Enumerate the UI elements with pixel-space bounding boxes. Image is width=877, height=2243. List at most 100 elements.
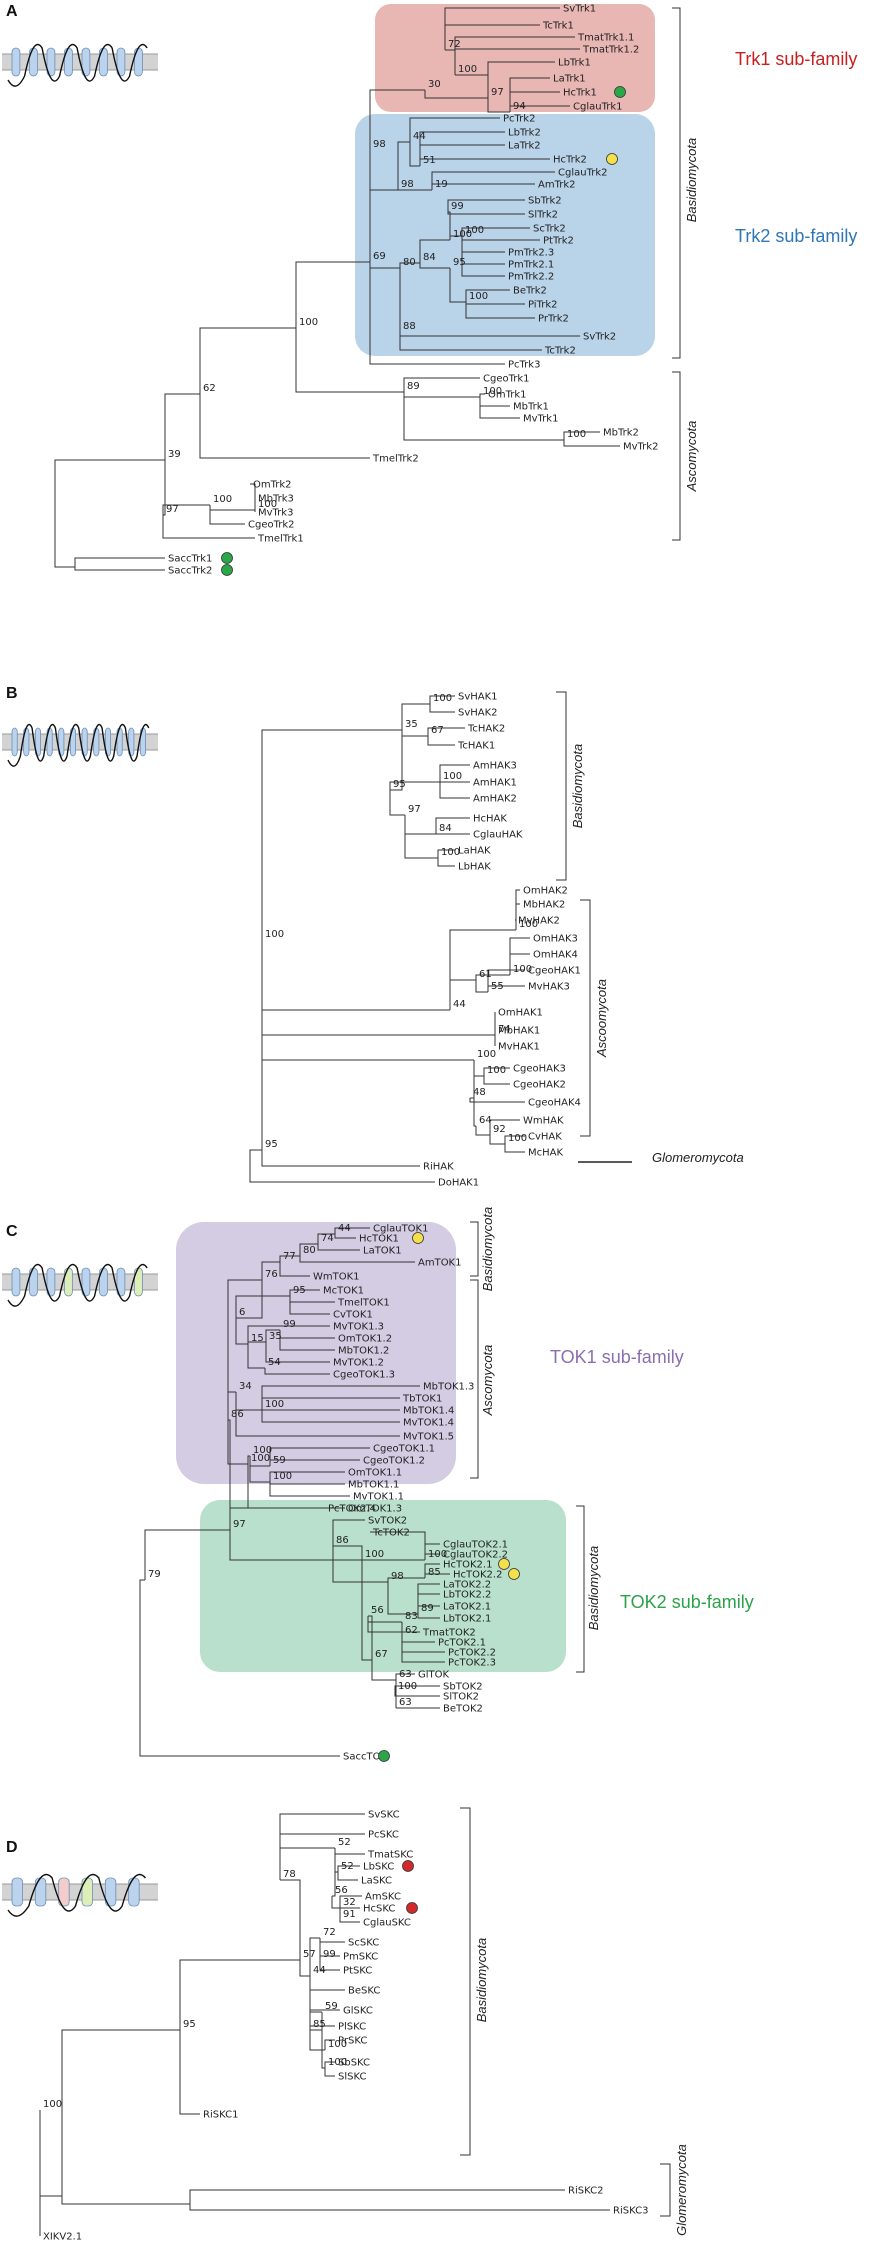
- bootstrap-value: 100: [567, 429, 586, 440]
- taxon-label: AmHAK2: [473, 794, 517, 805]
- taxon-label: BeTOK2: [443, 1704, 483, 1715]
- bootstrap-value: 52: [338, 1837, 351, 1848]
- taxon-label: MbTrk1: [513, 402, 549, 413]
- taxon-label: SaccTrk1: [168, 554, 212, 565]
- bootstrap-value: 80: [303, 1245, 316, 1256]
- marker-dot: [406, 1902, 418, 1914]
- taxon-label: PiTrk2: [528, 300, 558, 311]
- bootstrap-value: 32: [343, 1897, 356, 1908]
- clade-bracket-a-basidio: Basidiomycota: [672, 7, 699, 359]
- marker-dot: [402, 1860, 414, 1872]
- bootstrap-value: 80: [403, 257, 416, 268]
- bootstrap-value: 52: [341, 1861, 354, 1872]
- taxon-label: SvSKC: [368, 1810, 400, 1821]
- bootstrap-value: 59: [273, 1455, 286, 1466]
- taxon-label: AmSKC: [365, 1892, 401, 1903]
- transmembrane-topology-icon: [2, 1873, 158, 1917]
- bootstrap-value: 61: [479, 969, 492, 980]
- taxon-label: PtSKC: [343, 1966, 372, 1977]
- taxon-label: PlSKC: [338, 2022, 366, 2033]
- bootstrap-value: 97: [408, 804, 421, 815]
- bootstrap-value: 72: [323, 1927, 336, 1938]
- panel-a: A Trk1 sub-family Trk2 sub-family SvTrk1…: [2, 3, 857, 577]
- taxon-label: CglauTrk1: [573, 102, 622, 113]
- bootstrap-value: 100: [258, 499, 277, 510]
- taxon-label: GlTOK: [418, 1670, 450, 1681]
- taxon-label: PmTrk2.3: [508, 248, 554, 259]
- taxon-label: PmTrk2.2: [508, 272, 554, 283]
- clade-label-b-glomeromycota: Glomeromycota: [652, 1150, 744, 1165]
- taxon-label: CgeoTOK1.1: [373, 1444, 435, 1455]
- taxon-label: WmTOK1: [313, 1272, 360, 1283]
- taxon-label: OmHAK3: [533, 934, 578, 945]
- bootstrap-value: 48: [473, 1087, 486, 1098]
- bootstrap-value: 100: [299, 317, 318, 328]
- bootstrap-value: 100: [328, 2057, 347, 2068]
- taxon-label: LaTOK2.2: [443, 1580, 491, 1591]
- taxon-label: LaTrk1: [553, 74, 586, 85]
- bootstrap-value: 100: [513, 964, 532, 975]
- bootstrap-value: 100: [453, 229, 472, 240]
- taxon-label: ScTrk2: [533, 224, 566, 235]
- bootstrap-value: 100: [398, 1681, 417, 1692]
- taxon-label: OmTrk1: [488, 390, 527, 401]
- taxon-label: TcHAK2: [467, 724, 505, 735]
- taxon-label: LbTrk2: [508, 128, 541, 139]
- taxon-label: MvTOK1.5: [403, 1432, 454, 1443]
- clade-label-d-basidiomycota: Basidiomycota: [474, 1938, 489, 2023]
- taxon-label: MvTOK1.3: [333, 1322, 384, 1333]
- taxon-label: TcTOK2: [372, 1528, 410, 1539]
- bootstrap-value: 99: [451, 201, 464, 212]
- taxon-label: SvHAK1: [458, 692, 498, 703]
- taxon-label: MvTrk1: [523, 414, 558, 425]
- bootstrap-value: 34: [239, 1381, 252, 1392]
- taxon-label: TbTOK1: [402, 1394, 442, 1405]
- bootstrap-value: 98: [391, 1571, 404, 1582]
- taxon-label: MvTOK1.4: [403, 1418, 454, 1429]
- taxon-label: WmHAK: [523, 1116, 564, 1127]
- taxon-label: MvTOK1.2: [333, 1358, 384, 1369]
- taxon-label: MbTOK1.1: [348, 1480, 399, 1491]
- bootstrap-value: 100: [487, 1065, 506, 1076]
- trk2-subfamily-box: [355, 114, 655, 356]
- taxon-label: CglauTOK2.1: [443, 1540, 508, 1551]
- taxon-label: MvTrk3: [258, 508, 293, 519]
- taxon-label: PrSKC: [338, 2036, 367, 2047]
- bootstrap-value: 100: [428, 1549, 447, 1560]
- bootstrap-value: 100: [469, 291, 488, 302]
- bootstrap-value: 95: [265, 1139, 278, 1150]
- taxon-label: LaSKC: [361, 1876, 392, 1887]
- bootstrap-value: 57: [303, 1949, 316, 1960]
- marker-dot: [221, 552, 233, 564]
- tree-a: SvTrk1TcTrk1TmatTrk1.1TmatTrk1.2LbTrk1La…: [54, 4, 658, 577]
- bootstrap-value: 67: [375, 1649, 388, 1660]
- bootstrap-value: 95: [453, 257, 466, 268]
- clade-bracket-c-asco: Ascomycota: [470, 1279, 495, 1479]
- bootstrap-value: 98: [373, 139, 386, 150]
- bootstrap-value: 97: [166, 504, 179, 515]
- taxon-label: MbTrk3: [258, 494, 294, 505]
- taxon-label: RiSKC2: [568, 2186, 603, 2197]
- taxon-label: BeSKC: [348, 1986, 380, 1997]
- taxon-label: TmatSKC: [367, 1850, 413, 1861]
- bootstrap-value: 88: [403, 321, 416, 332]
- bootstrap-value: 100: [465, 225, 484, 236]
- tree-b: SvHAK1SvHAK2TcHAK2TcHAK1AmHAK3AmHAK1AmHA…: [249, 692, 581, 1189]
- bootstrap-value: 77: [283, 1251, 296, 1262]
- bootstrap-value: 95: [393, 779, 406, 790]
- taxon-label: MbTOK1.2: [338, 1346, 389, 1357]
- taxon-label: PcTOK2.1: [438, 1638, 486, 1649]
- taxon-label: CglauSKC: [363, 1918, 411, 1929]
- taxon-label: CgeoHAK4: [528, 1098, 581, 1109]
- taxon-label: LaTOK2.1: [443, 1602, 491, 1613]
- taxon-label: SaccTrk2: [168, 566, 212, 577]
- taxon-label: LbSKC: [363, 1862, 394, 1873]
- bootstrap-value: 56: [335, 1885, 348, 1896]
- taxon-label: TmatTOK2: [422, 1628, 476, 1639]
- bootstrap-value: 44: [453, 999, 466, 1010]
- taxon-label: HcSKC: [363, 1904, 395, 1915]
- taxon-label: HcHAK: [473, 814, 507, 825]
- bootstrap-value: 15: [251, 1333, 264, 1344]
- panel-letter-a: A: [6, 3, 18, 20]
- panel-b: B SvHAK1SvHAK2TcHAK2TcHAK1AmHAK3AmHAK1Am…: [2, 685, 744, 1189]
